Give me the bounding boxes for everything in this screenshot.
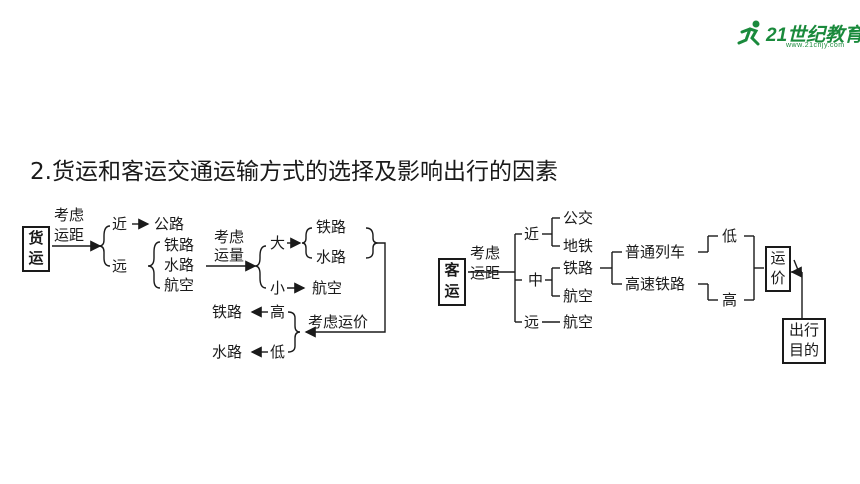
passenger-low: 低 xyxy=(722,227,738,245)
freight-root-label: 货运 xyxy=(28,229,44,267)
passenger-near: 近 xyxy=(524,225,540,243)
passenger-root-box: 客运 xyxy=(438,258,466,306)
passenger-purpose-label: 出行目的 xyxy=(788,321,819,359)
freight-road: 公路 xyxy=(154,215,185,233)
passenger-rail: 铁路 xyxy=(563,259,594,277)
freight-low: 低 xyxy=(270,343,286,361)
logo-url: www.21cnjy.com xyxy=(786,42,845,49)
runner-icon xyxy=(737,20,760,46)
brand-logo: 21世纪教育 www.21cnjy.com xyxy=(736,18,860,52)
passenger-high: 高 xyxy=(722,291,738,309)
passenger-root-label: 客运 xyxy=(444,261,460,300)
passenger-normal-train: 普通列车 xyxy=(625,243,686,261)
passenger-mid: 中 xyxy=(528,271,544,289)
freight-air: 航空 xyxy=(312,279,343,297)
freight-water: 水路 xyxy=(316,248,347,266)
freight-far: 远 xyxy=(112,257,128,275)
passenger-metro: 地铁 xyxy=(563,237,594,255)
passenger-hsr: 高速铁路 xyxy=(625,275,686,293)
freight-rail-out: 铁路 xyxy=(212,303,243,321)
freight-water-out: 水路 xyxy=(212,343,243,361)
freight-consider-volume-2: 运量 xyxy=(214,246,245,264)
passenger-air-far: 航空 xyxy=(563,313,594,331)
passenger-purpose-box: 出行目的 xyxy=(782,318,826,364)
freight-root-box: 货运 xyxy=(22,226,50,272)
freight-far-rail: 铁路 xyxy=(164,236,195,254)
freight-far-air: 航空 xyxy=(164,276,195,294)
passenger-bus: 公交 xyxy=(563,209,594,227)
freight-large: 大 xyxy=(270,234,286,252)
logo-text: 21世纪教育 xyxy=(766,25,860,46)
passenger-consider-distance-1: 考虑 xyxy=(470,244,501,262)
freight-near: 近 xyxy=(112,215,128,233)
passenger-price-box: 运价 xyxy=(765,246,791,292)
freight-consider-volume-1: 考虑 xyxy=(214,228,245,246)
passenger-far: 远 xyxy=(524,313,540,331)
freight-consider-distance-1: 考虑 xyxy=(54,206,85,224)
freight-small: 小 xyxy=(270,279,286,297)
freight-rail: 铁路 xyxy=(316,218,347,236)
passenger-consider-distance-2: 运距 xyxy=(470,264,501,282)
passenger-air-mid: 航空 xyxy=(563,287,594,305)
passenger-price-label: 运价 xyxy=(770,249,786,287)
freight-consider-price: 考虑运价 xyxy=(308,313,369,331)
freight-consider-distance-2: 运距 xyxy=(54,226,85,244)
section-title: 2.货运和客运交通运输方式的选择及影响出行的因素 xyxy=(30,159,558,185)
freight-high: 高 xyxy=(270,303,286,321)
freight-far-water: 水路 xyxy=(164,256,195,274)
